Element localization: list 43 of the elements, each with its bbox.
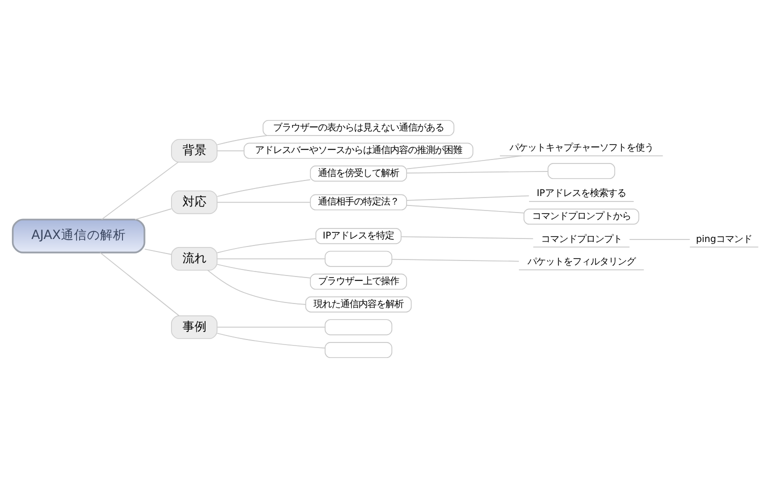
- node-box: コマンドプロンプトから: [524, 208, 640, 224]
- node-text: IPアドレスを検索する: [536, 188, 626, 199]
- connector: [406, 194, 530, 200]
- node-box: 通信を傍受して解析: [310, 165, 408, 182]
- connector: [216, 326, 326, 328]
- node-text: パケットキャプチャーソフトを使う: [509, 142, 654, 154]
- connector: [400, 236, 534, 239]
- node-box: [324, 318, 392, 335]
- node-box: 現れた通信内容を解析: [305, 296, 412, 312]
- connector: [144, 248, 172, 254]
- connector: [406, 204, 524, 213]
- node-box: 対応: [171, 190, 218, 214]
- node-box: 背景: [171, 138, 218, 162]
- connector: [216, 263, 311, 278]
- connector: [207, 269, 306, 304]
- connector: [216, 238, 316, 253]
- node-text: コマンドプロンプト: [540, 233, 622, 244]
- connector: [216, 258, 326, 259]
- connector: [216, 178, 311, 196]
- node-box: 通信相手の特定法？: [310, 194, 408, 210]
- connector: [216, 134, 268, 145]
- node-box: アドレスバーやソースからは通信内容の推測が困難: [244, 142, 474, 158]
- connector: [216, 332, 326, 348]
- connector: [216, 201, 311, 202]
- node-box: [548, 162, 616, 179]
- node-box: [324, 250, 392, 266]
- node-box: 事例: [171, 314, 218, 339]
- node-box: AJAX通信の解析: [12, 218, 146, 253]
- connector: [392, 258, 520, 262]
- node-box: ブラウザー上で操作: [310, 273, 408, 290]
- connector: [101, 161, 179, 220]
- node-text: パケットをフィルタリング: [527, 256, 636, 268]
- connector: [406, 154, 522, 169]
- node-box: 流れ: [171, 246, 218, 270]
- node-box: [324, 342, 392, 358]
- connector: [629, 238, 690, 240]
- node-box: IPアドレスを特定: [315, 228, 402, 244]
- node-text: pingコマンド: [696, 233, 752, 244]
- connector: [100, 252, 180, 316]
- connector: [216, 150, 244, 151]
- node-box: ブラウザーの表からは見えない通信がある: [262, 119, 454, 136]
- connector: [134, 208, 172, 220]
- connector: [406, 170, 548, 173]
